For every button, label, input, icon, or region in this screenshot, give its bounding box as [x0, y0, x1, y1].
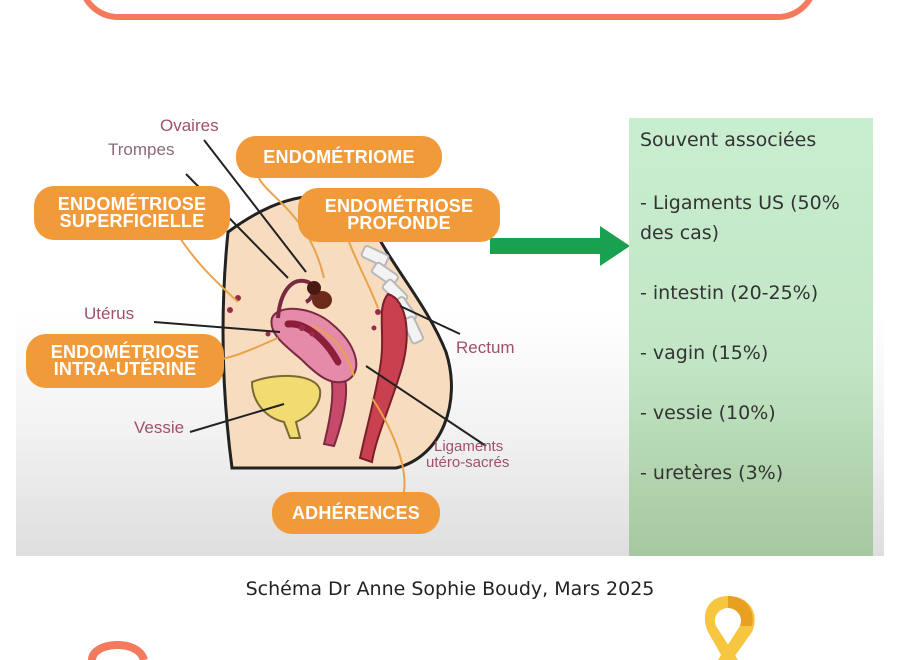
label-utero-sacres: utéro-sacrés [426, 454, 510, 471]
uterus-cavity [284, 320, 342, 366]
top-frame-border [78, 0, 818, 20]
tag-endometriose-superficielle: ENDOMÉTRIOSE SUPERFICIELLE [34, 186, 230, 240]
panel-item: - uretères (3%) [640, 462, 784, 484]
label-ovaires: Ovaires [160, 116, 219, 135]
panel-item: - intestin (20-25%) [640, 282, 819, 304]
label-uterus: Utérus [84, 304, 135, 323]
panel-item: - vessie (10%) [640, 402, 776, 424]
label-rectum: Rectum [456, 338, 515, 357]
coral-loop-icon [88, 641, 148, 660]
fallopian-tube [276, 278, 315, 319]
tag-endometriose-intra-uterine: ENDOMÉTRIOSE INTRA-UTÉRINE [26, 334, 224, 388]
endometrioma [307, 281, 321, 295]
bladder [250, 374, 322, 439]
ovary [312, 291, 332, 309]
figure-caption: Schéma Dr Anne Sophie Boudy, Mars 2025 [245, 578, 655, 600]
label-ligaments: Ligaments [434, 438, 504, 455]
panel-title: Souvent associées [640, 129, 817, 151]
yellow-ribbon-icon [704, 596, 755, 660]
associated-locations-panel: Souvent associées - Ligaments US (50% de… [629, 118, 873, 556]
anatomy-illustration [153, 139, 630, 493]
panel-item: - vagin (15%) [640, 342, 769, 364]
endometriosis-figure: ENDOMÉTRIOME ENDOMÉTRIOSE SUPERFICIELLE … [16, 112, 884, 556]
panel-item: - Ligaments US (50% des cas) [640, 192, 840, 244]
tag-adherences: ADHÉRENCES [272, 492, 440, 534]
label-trompes: Trompes [108, 140, 175, 159]
right-arrow-icon [490, 226, 630, 266]
label-vessie: Vessie [134, 418, 185, 437]
tag-endometriose-profonde: ENDOMÉTRIOSE PROFONDE [298, 188, 500, 242]
tag-endometriome: ENDOMÉTRIOME [236, 136, 442, 178]
pointer-lines [153, 139, 487, 447]
